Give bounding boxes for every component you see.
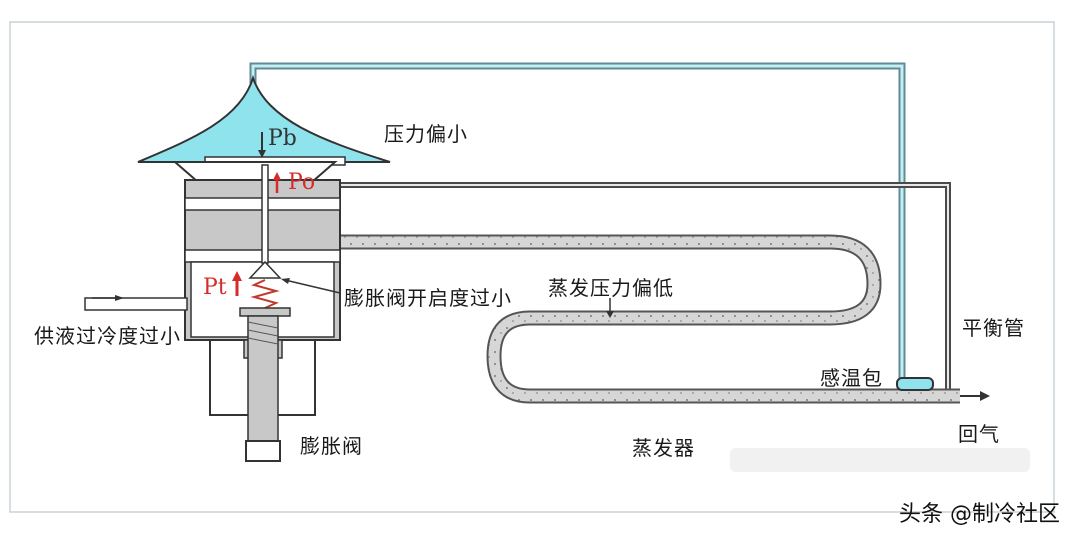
expansion-valve-label: 膨胀阀 [300, 434, 363, 458]
push-rod [261, 164, 269, 264]
valve-opening-low-label: 膨胀阀开启度过小 [344, 286, 512, 310]
valve-needle [248, 260, 282, 279]
evaporating-pressure-low-label: 蒸发压力偏低 [548, 276, 674, 300]
sensing-bulb [896, 377, 934, 391]
pt-symbol: Pt [203, 275, 227, 300]
sensing-bulb-label: 感温包 [820, 366, 883, 390]
blurred-strip [730, 448, 1030, 472]
capillary-tube [249, 62, 906, 386]
spring-seat [239, 307, 291, 317]
pb-symbol: Pb [268, 126, 297, 151]
watermark: 头条 @制冷社区 [899, 502, 1060, 527]
pressure-low-label: 压力偏小 [384, 122, 468, 146]
valve-opening-pointer [284, 279, 341, 294]
adjustment-spring [250, 279, 280, 309]
po-symbol: Po [288, 170, 316, 195]
balance-tube-label: 平衡管 [962, 316, 1025, 340]
liquid-inlet-pipe [84, 297, 188, 311]
diaphragm-head [137, 74, 391, 163]
evaporator-label: 蒸发器 [632, 436, 695, 460]
subcooling-low-label: 供液过冷度过小 [34, 324, 181, 348]
adjusting-screw [247, 315, 279, 442]
return-gas-label: 回气 [958, 422, 1000, 446]
adjusting-screw-cap [245, 440, 281, 462]
diagram-frame [9, 21, 1055, 513]
